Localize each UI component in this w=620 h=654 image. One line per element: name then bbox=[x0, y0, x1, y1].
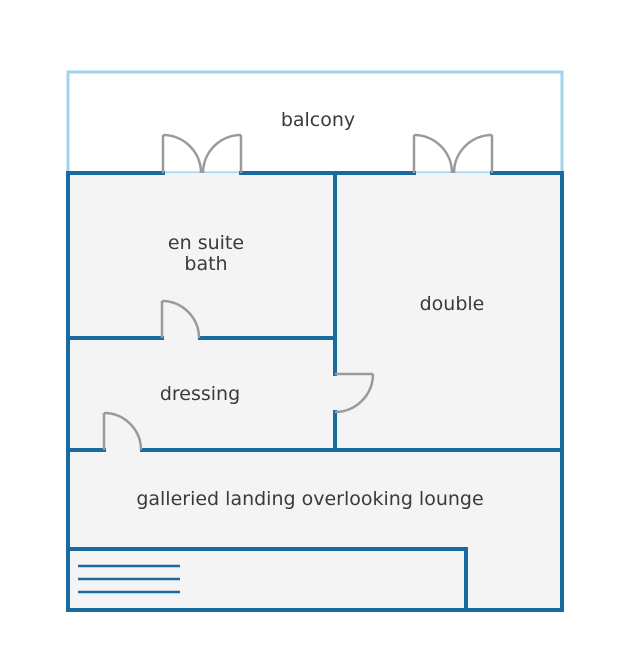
landing-floor bbox=[68, 450, 562, 610]
double-door bbox=[334, 372, 375, 414]
en-suite-label-line2: bath bbox=[184, 253, 227, 275]
balcony-door-right bbox=[412, 133, 494, 174]
en-suite-floor bbox=[68, 173, 335, 338]
balcony-area bbox=[66, 70, 564, 175]
balcony-door-left bbox=[161, 133, 243, 174]
stair-treads bbox=[78, 564, 180, 594]
en-suite-label: en suite bbox=[168, 232, 244, 254]
walls bbox=[66, 171, 564, 612]
double-label: double bbox=[420, 293, 485, 315]
dressing-floor bbox=[68, 338, 335, 450]
dressing-door bbox=[102, 411, 143, 451]
dressing-label: dressing bbox=[160, 383, 240, 405]
en-suite-door bbox=[160, 299, 201, 339]
landing-label: galleried landing overlooking lounge bbox=[136, 488, 483, 510]
balcony-label: balcony bbox=[281, 109, 355, 131]
double-floor bbox=[335, 173, 562, 450]
